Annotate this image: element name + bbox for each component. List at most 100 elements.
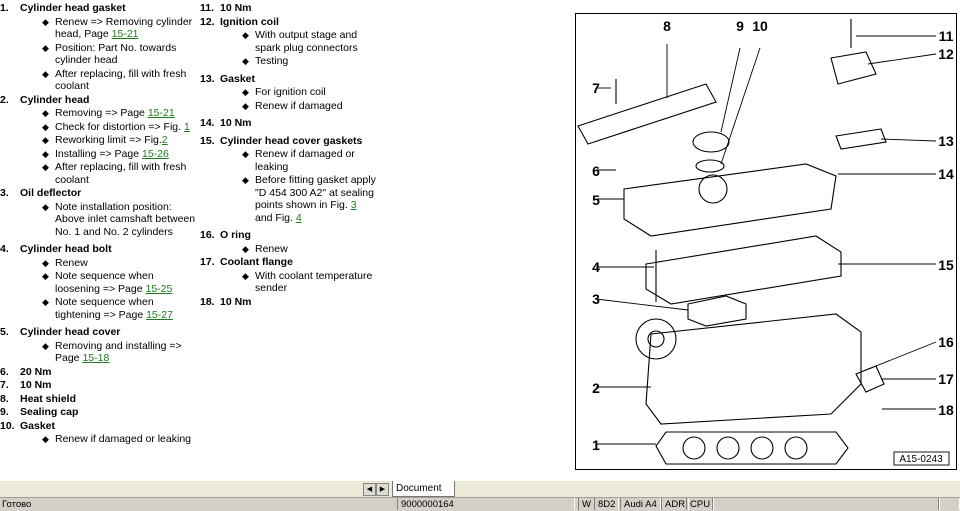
- diamond-bullet-icon: ◆: [42, 42, 49, 53]
- legend-title: Gasket: [220, 72, 256, 85]
- legend-subitem-text: Renew: [55, 256, 88, 269]
- page-link[interactable]: 15-21: [147, 107, 175, 119]
- legend-title: Oil deflector: [20, 187, 82, 199]
- diamond-bullet-icon: ◆: [42, 340, 49, 351]
- legend-subitem: ◆Renew: [200, 243, 376, 256]
- legend-subitem: ◆Reworking limit => Fig.2: [0, 134, 196, 147]
- legend-subitem: ◆For ignition coil: [200, 86, 376, 99]
- gasket-bore-3: [750, 436, 774, 460]
- legend-title: O ring: [220, 229, 251, 241]
- page-link[interactable]: 15-27: [146, 308, 173, 321]
- coil-gasket-shape: [835, 128, 887, 150]
- legend-title: Sealing cap: [20, 406, 79, 418]
- diamond-bullet-icon: ◆: [42, 434, 49, 444]
- legend-number: 12.: [200, 15, 215, 28]
- legend-number: 15.: [200, 134, 215, 147]
- diamond-bullet-icon: ◆: [242, 149, 249, 159]
- page-link[interactable]: 15-21: [111, 28, 139, 40]
- page-link[interactable]: 1: [183, 120, 190, 133]
- legend-subitem-text: Removing => Page: [55, 107, 148, 119]
- diamond-bullet-icon: ◆: [42, 257, 49, 268]
- legend-title: 20 Nm: [20, 365, 52, 378]
- legend-number: 2.: [0, 93, 9, 106]
- legend-number: 1.: [0, 2, 9, 14]
- leader-16: [865, 341, 937, 371]
- callout-10: 10: [752, 18, 768, 34]
- page-link[interactable]: 15-25: [145, 282, 173, 295]
- legend-subitem-text: With coolant temperature sender: [255, 269, 373, 295]
- tab-prev-icon[interactable]: ◀: [363, 483, 376, 496]
- page-link[interactable]: 3: [350, 199, 357, 211]
- page-link[interactable]: 2: [161, 134, 168, 146]
- legend-subitem-text: Position: Part No. towards cylinder head: [55, 41, 177, 67]
- status-cell-3: Audi A4: [620, 498, 661, 510]
- legend-number: 18.: [200, 295, 215, 308]
- callout-13: 13: [938, 133, 954, 149]
- legend-item: 3.Oil deflector: [0, 187, 196, 200]
- legend-subitem: ◆ Renew: [0, 257, 196, 270]
- diamond-bullet-icon: ◆: [42, 16, 49, 27]
- callout-12: 12: [938, 46, 954, 62]
- status-cell-5: CPU: [686, 498, 715, 510]
- legend-title: Cylinder head gasket: [20, 2, 126, 14]
- legend-subitem: ◆Renew if damaged or leaking: [200, 148, 376, 173]
- legend-title: Ignition coil: [220, 15, 279, 28]
- leader-12: [867, 53, 937, 65]
- coolant-flange-shape: [855, 365, 885, 393]
- tab-next-icon[interactable]: ▶: [376, 483, 389, 496]
- diamond-bullet-icon: ◆: [42, 121, 49, 132]
- legend-subitem: ◆ Renew if damaged: [200, 100, 376, 113]
- ignition-coil-shape: [830, 51, 877, 85]
- legend-subitem: ◆Removing => Page 15-21: [0, 107, 196, 120]
- legend-number: 8.: [0, 392, 9, 405]
- legend-number: 16.: [200, 229, 215, 241]
- legend-subitem-text: Check for distortion => Fig.: [55, 120, 184, 133]
- figure-id-box: [893, 451, 950, 466]
- callout-7: 7: [592, 80, 600, 96]
- legend-subitem: ◆ Check for distortion => Fig. 1: [0, 121, 196, 134]
- legend-subitem: ◆Installing => Page 15-26: [0, 148, 196, 161]
- cam-sprocket: [635, 318, 677, 360]
- legend-subitem: ◆Testing: [200, 55, 376, 68]
- page-link[interactable]: 15-18: [82, 352, 110, 364]
- legend-subitem: ◆ After replacing, fill with fresh coolan…: [0, 68, 196, 93]
- diamond-bullet-icon: ◆: [242, 56, 249, 66]
- legend-subitem-text: Renew if damaged: [255, 99, 343, 112]
- legend-item: 7.10 Nm: [0, 379, 196, 392]
- legend-subitem-text: Renew => Removing cylinder head, Page: [55, 15, 193, 41]
- legend-number: 5.: [0, 326, 9, 338]
- diamond-bullet-icon: ◆: [42, 148, 49, 159]
- legend-column-1: 1. Cylinder head gasket ◆ Renew => Removing…: [0, 2, 196, 447]
- tab-document[interactable]: Document: [392, 481, 455, 497]
- status-bar: Готово 9000000164 W 8D2 Audi A4 ADR CPU: [0, 497, 960, 511]
- legend-subitem: ◆ Renew => Removing cylinder head, Page 1…: [0, 16, 196, 41]
- tab-navigation: ◀ ▶: [363, 483, 389, 496]
- figure-link[interactable]: 4: [295, 211, 302, 224]
- legend-number: 9.: [0, 406, 9, 418]
- callout-6: 6: [592, 163, 600, 179]
- legend-subitem-text: Note installation position: Above inlet …: [55, 200, 196, 238]
- status-doc-number: 9000000164: [397, 498, 575, 510]
- page-link[interactable]: 15-26: [141, 147, 169, 160]
- legend-subitem: ◆Renew if damaged or leaking: [0, 433, 196, 446]
- legend-number: 7.: [0, 379, 9, 391]
- legend-item: 13.Gasket: [200, 73, 376, 86]
- diamond-bullet-icon: ◆: [242, 270, 249, 281]
- diamond-bullet-icon: ◆: [42, 68, 49, 79]
- cap-gasket-shape: [695, 159, 725, 173]
- legend-subitem-text: Renew: [255, 242, 288, 255]
- diamond-bullet-icon: ◆: [242, 100, 249, 111]
- legend-subitem-text: For ignition coil: [255, 86, 326, 98]
- legend-number: 14.: [200, 117, 215, 129]
- diamond-bullet-icon: ◆: [242, 175, 249, 185]
- status-text: Готово: [2, 499, 32, 510]
- legend-title: 10 Nm: [220, 295, 252, 308]
- callout-14: 14: [938, 166, 954, 182]
- callout-5: 5: [592, 192, 600, 208]
- diamond-bullet-icon: ◆: [242, 30, 249, 40]
- callout-16: 16: [938, 334, 954, 350]
- legend-item: 8.Heat shield: [0, 393, 196, 406]
- legend-subitem-text: After replacing, fill with fresh coolant: [55, 67, 187, 93]
